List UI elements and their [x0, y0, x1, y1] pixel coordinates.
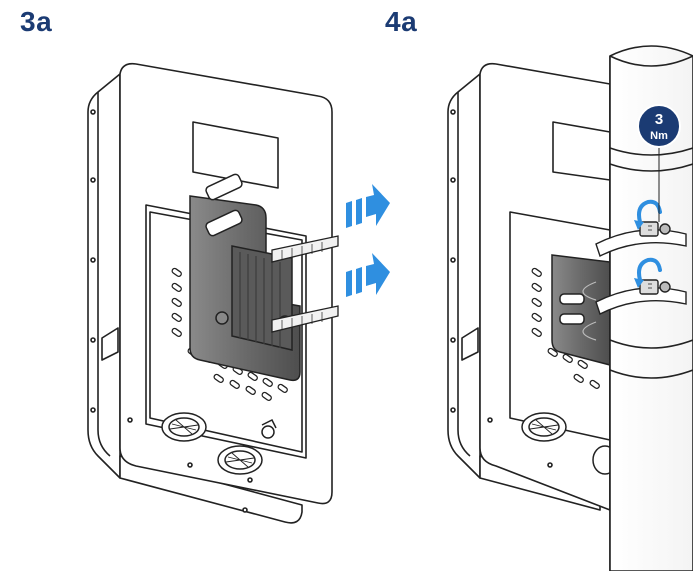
double-arrow-icon — [346, 184, 390, 297]
mounting-bracket-3a — [189, 173, 301, 382]
straps-3a — [271, 235, 339, 333]
rotation-arrowhead-icon — [634, 220, 644, 230]
torque-badge-icon: 3 Nm — [637, 104, 681, 148]
torque-value: 3 — [655, 111, 663, 128]
hose-clamps-4a — [595, 221, 687, 315]
step-label-3a: 3a — [20, 6, 53, 37]
torque-unit: Nm — [650, 130, 668, 142]
cable-glands-3a — [161, 412, 277, 475]
pole-4a — [609, 45, 693, 571]
vent-slots-4a — [531, 267, 600, 389]
rotation-arrow-icon — [637, 199, 662, 282]
step-label-4a: 4a — [385, 6, 418, 37]
rotation-arrowhead-icon — [634, 278, 644, 288]
